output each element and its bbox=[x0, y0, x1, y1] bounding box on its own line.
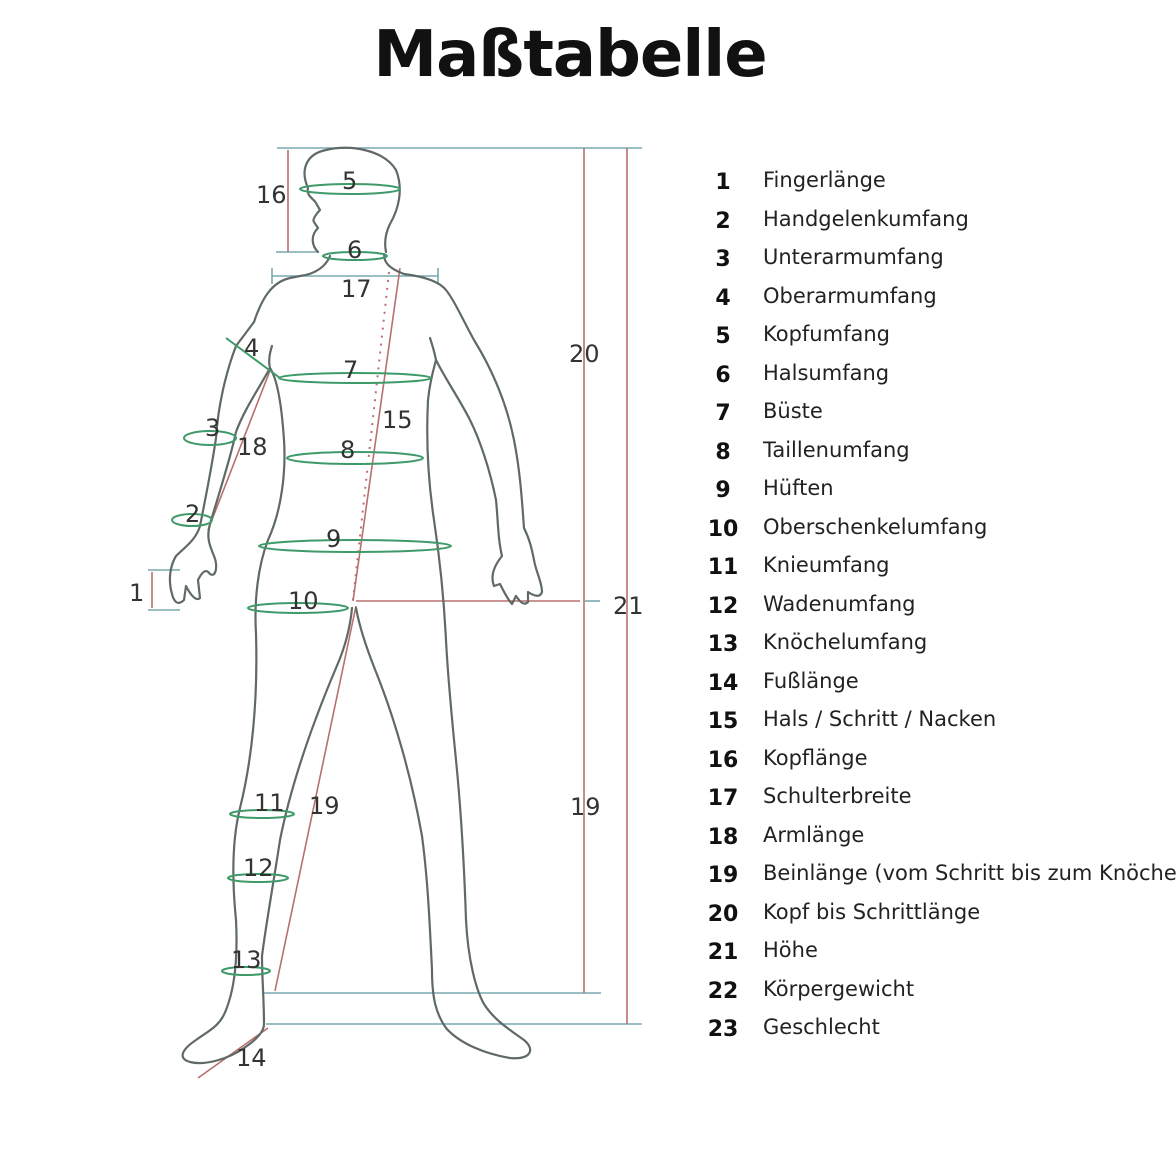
legend-item: 4 Oberarmumfang bbox=[700, 282, 1176, 321]
legend-number: 5 bbox=[715, 324, 731, 349]
label-4: 4 bbox=[244, 334, 259, 362]
label-17: 17 bbox=[341, 275, 372, 303]
legend-label: Unterarmumfang bbox=[763, 245, 944, 269]
length-lines bbox=[151, 148, 628, 1079]
legend-item: 21 Höhe bbox=[700, 936, 1176, 975]
label-21: 21 bbox=[613, 592, 644, 620]
legend-label: Fußlänge bbox=[763, 668, 859, 693]
legend-item: 20 Kopf bis Schrittlänge bbox=[700, 898, 1176, 937]
label-11: 11 bbox=[254, 789, 285, 817]
label-19-leg: 19 bbox=[309, 792, 340, 820]
label-1: 1 bbox=[129, 579, 144, 607]
legend-number: 21 bbox=[707, 940, 739, 965]
legend-label: Büste bbox=[763, 399, 823, 423]
legend-item: 11 Knieumfang bbox=[700, 551, 1176, 590]
label-15: 15 bbox=[382, 406, 413, 434]
legend-number: 19 bbox=[707, 863, 739, 888]
label-19-right: 19 bbox=[570, 793, 601, 821]
guide-lines bbox=[148, 147, 642, 1025]
legend-number: 20 bbox=[707, 901, 739, 927]
legend-item: 9 Hüften bbox=[700, 474, 1176, 513]
legend-number: 1 bbox=[715, 170, 731, 195]
legend-item: 2 Handgelenkumfang bbox=[700, 205, 1176, 244]
label-6: 6 bbox=[347, 236, 362, 264]
legend-number: 12 bbox=[707, 593, 739, 619]
label-12: 12 bbox=[243, 854, 274, 882]
legend-number: 14 bbox=[707, 670, 739, 696]
legend-number: 2 bbox=[715, 208, 731, 234]
legend-label: Wadenumfang bbox=[763, 591, 916, 616]
legend-label: Schulterbreite bbox=[763, 784, 912, 808]
legend-item: 23 Geschlecht bbox=[700, 1013, 1176, 1052]
label-8: 8 bbox=[340, 436, 355, 464]
legend-label: Geschlecht bbox=[763, 1015, 880, 1039]
legend-label: Beinlänge (vom Schritt bis zum Knöchel) bbox=[763, 861, 1176, 885]
legend-number: 9 bbox=[715, 478, 731, 503]
legend-label: Oberarmumfang bbox=[763, 283, 937, 308]
label-13: 13 bbox=[231, 946, 262, 974]
legend-item: 17 Schulterbreite bbox=[700, 782, 1176, 821]
legend-number: 3 bbox=[715, 247, 731, 272]
legend-item: 18 Armlänge bbox=[700, 821, 1176, 860]
measurement-legend: 1 Fingerlänge 2 Handgelenkumfang 3 Unterarmum… bbox=[700, 166, 1176, 1052]
body-measurement-diagram: 1 2 3 4 5 6 7 8 9 10 11 12 13 14 15 16 1… bbox=[129, 146, 644, 1079]
legend-label: Armlänge bbox=[763, 822, 865, 847]
legend-label: Kopf bis Schrittlänge bbox=[763, 899, 981, 924]
label-20: 20 bbox=[569, 340, 600, 368]
legend-item: 22 Körpergewicht bbox=[700, 975, 1176, 1014]
legend-item: 15 Hals / Schritt / Nacken bbox=[700, 705, 1176, 744]
label-14: 14 bbox=[236, 1044, 267, 1072]
label-9: 9 bbox=[326, 525, 341, 553]
legend-label: Halsumfang bbox=[763, 360, 890, 385]
legend-number: 17 bbox=[707, 786, 739, 811]
legend-label: Handgelenkumfang bbox=[763, 206, 969, 231]
legend-label: Kopflänge bbox=[763, 745, 868, 770]
legend-number: 15 bbox=[707, 709, 739, 734]
legend-item: 13 Knöchelumfang bbox=[700, 628, 1176, 667]
legend-item: 12 Wadenumfang bbox=[700, 590, 1176, 629]
legend-number: 16 bbox=[707, 747, 739, 773]
legend-label: Hüften bbox=[763, 476, 834, 500]
legend-item: 6 Halsumfang bbox=[700, 359, 1176, 398]
legend-number: 8 bbox=[715, 439, 731, 465]
legend-number: 7 bbox=[715, 401, 731, 426]
page-title: Maßtabelle bbox=[373, 18, 767, 92]
legend-item: 8 Taillenumfang bbox=[700, 436, 1176, 475]
legend-item: 14 Fußlänge bbox=[700, 667, 1176, 706]
label-7: 7 bbox=[343, 356, 358, 384]
legend-item: 1 Fingerlänge bbox=[700, 166, 1176, 205]
legend-label: Taillenumfang bbox=[763, 437, 910, 462]
legend-number: 22 bbox=[707, 978, 739, 1004]
legend-number: 11 bbox=[707, 555, 739, 580]
legend-number: 10 bbox=[707, 516, 739, 542]
legend-label: Kopfumfang bbox=[763, 322, 890, 346]
legend-number: 6 bbox=[715, 362, 731, 388]
legend-number: 18 bbox=[707, 824, 739, 850]
legend-label: Knöchelumfang bbox=[763, 630, 928, 654]
label-16: 16 bbox=[256, 181, 287, 209]
label-2: 2 bbox=[185, 500, 200, 528]
legend-item: 5 Kopfumfang bbox=[700, 320, 1176, 359]
label-5: 5 bbox=[342, 167, 357, 195]
legend-item: 19 Beinlänge (vom Schritt bis zum Knöchel… bbox=[700, 859, 1176, 898]
legend-number: 4 bbox=[715, 285, 731, 311]
label-3: 3 bbox=[205, 414, 220, 442]
legend-item: 7 Büste bbox=[700, 397, 1176, 436]
legend-number: 13 bbox=[707, 632, 739, 657]
legend-label: Hals / Schritt / Nacken bbox=[763, 707, 997, 731]
label-10: 10 bbox=[288, 587, 319, 615]
legend-label: Körpergewicht bbox=[763, 976, 915, 1001]
legend-item: 10 Oberschenkelumfang bbox=[700, 513, 1176, 552]
legend-item: 3 Unterarmumfang bbox=[700, 243, 1176, 282]
circumference-lines bbox=[171, 183, 452, 976]
figure-labels: 1 2 3 4 5 6 7 8 9 10 11 12 13 14 15 16 1… bbox=[129, 167, 644, 1072]
legend-label: Höhe bbox=[763, 938, 818, 962]
body-outline bbox=[168, 146, 544, 1065]
label-18: 18 bbox=[237, 433, 268, 461]
legend-label: Knieumfang bbox=[763, 553, 890, 577]
legend-number: 23 bbox=[707, 1017, 739, 1042]
legend-label: Oberschenkelumfang bbox=[763, 514, 988, 539]
legend-item: 16 Kopflänge bbox=[700, 744, 1176, 783]
legend-label: Fingerlänge bbox=[763, 168, 886, 192]
